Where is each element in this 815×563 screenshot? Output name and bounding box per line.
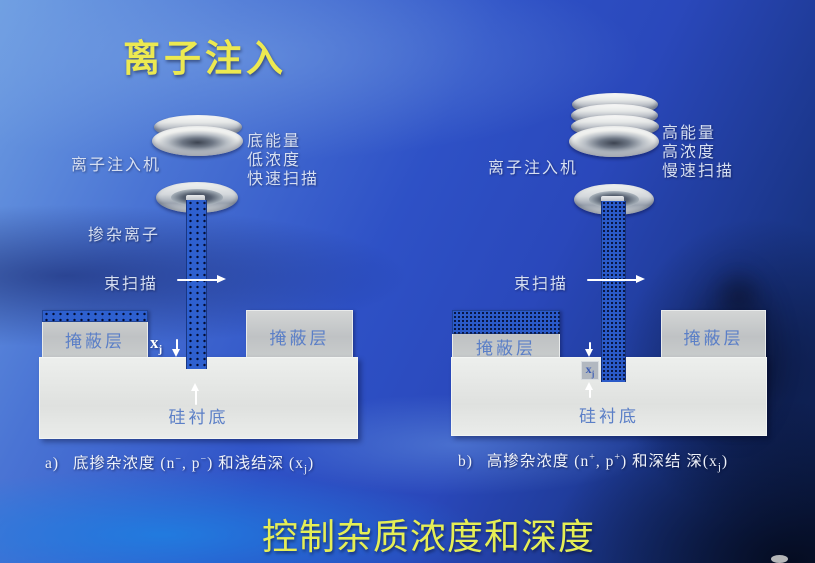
property-line: 慢速扫描 (662, 163, 735, 180)
caption-b: b)高掺杂浓度 (n+, p+) 和深结 深(xj) (458, 451, 729, 474)
beam-top-cap (601, 196, 624, 202)
mask-label: 掩蔽层 (65, 332, 125, 351)
substrate-label: 硅衬底 (579, 407, 639, 426)
implanter-disc-icon (152, 126, 243, 156)
substrate-a: 硅衬底 (39, 357, 358, 439)
junction-arrow-up-icon (191, 383, 200, 405)
property-line: 低浓度 (247, 152, 302, 169)
mask-label: 掩蔽层 (683, 329, 744, 348)
mask-label: 掩蔽层 (269, 329, 330, 348)
property-line: 高浓度 (662, 144, 717, 161)
beam-properties-b: 高能量 高浓度 慢速扫描 (662, 124, 734, 181)
ion-beam-b (601, 201, 626, 382)
property-line: 快速扫描 (247, 171, 320, 188)
junction-depth-label-a: xj (150, 333, 163, 356)
mask-layer-right-a: 掩蔽层 (246, 310, 353, 358)
beam-scan-arrow-icon (177, 275, 226, 284)
implanted-strip-a (42, 310, 148, 322)
slide-title: 离子注入 (123, 39, 287, 80)
mask-layer-right-b: 掩蔽层 (661, 310, 766, 358)
beam-properties-a: 底能量 低浓度 快速扫描 (247, 132, 319, 189)
junction-arrow-down-icon (172, 339, 181, 357)
caption-a: a)底掺杂浓度 (n−, p−) 和浅结深 (xj) (45, 453, 315, 476)
ion-implanter-label-a: 离子注入机 (71, 157, 162, 174)
property-line: 高能量 (662, 125, 717, 142)
ion-beam-a (186, 200, 207, 369)
dopant-ions-label: 掺杂离子 (88, 227, 161, 244)
beam-scan-label-b: 束扫描 (514, 276, 569, 293)
mask-layer-left-b: 掩蔽层 (452, 310, 560, 358)
beam-scan-arrow-icon (587, 275, 645, 284)
slide-footer-title: 控制杂质浓度和深度 (262, 517, 596, 557)
corner-dot (771, 555, 788, 563)
ion-implanter-label-b: 离子注入机 (488, 160, 579, 177)
mask-label: 掩蔽层 (476, 339, 536, 358)
implanted-strip-b (452, 310, 560, 334)
beam-top-cap (186, 195, 205, 201)
implanter-disc-icon (569, 126, 659, 157)
mask-layer-left-a: 掩蔽层 (42, 310, 148, 358)
substrate-label: 硅衬底 (168, 408, 229, 427)
beam-scan-label-a: 束扫描 (104, 276, 159, 293)
junction-depth-label-b: xj (581, 361, 599, 380)
junction-arrow-down-icon (585, 342, 594, 357)
junction-arrow-up-icon (585, 382, 594, 398)
property-line: 底能量 (247, 133, 302, 150)
